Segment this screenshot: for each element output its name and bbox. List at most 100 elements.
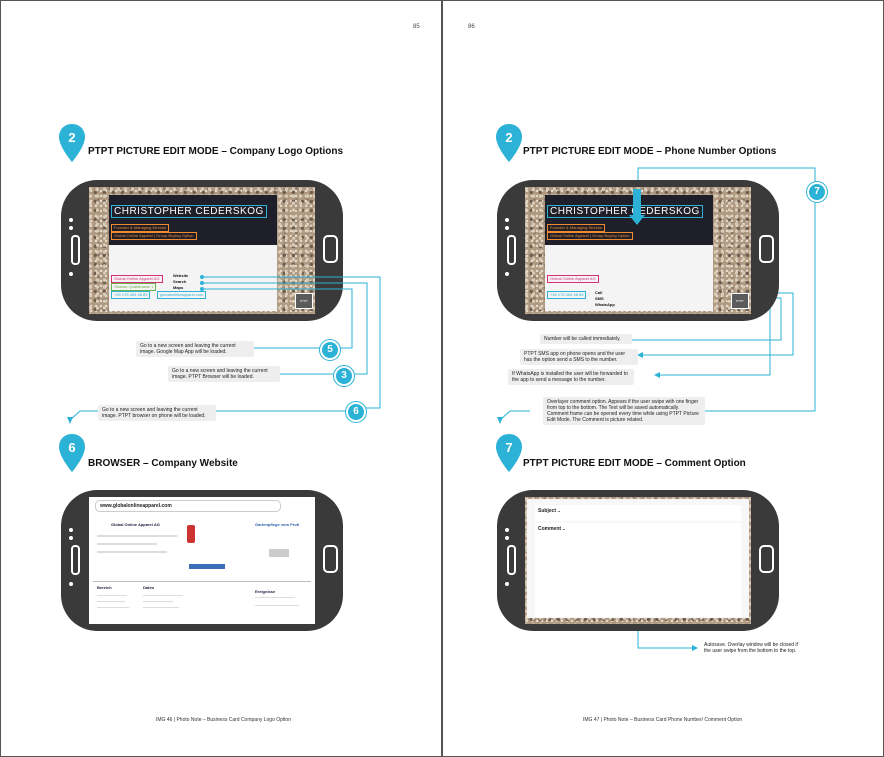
section-heading: PTPT PICTURE EDIT MODE – Comment Option <box>523 458 746 469</box>
text-line <box>97 607 129 608</box>
section-mid: Daten <box>143 585 155 590</box>
phone-screen: CHRISTOPHER CEDERSKOG Founder & Managing… <box>89 187 315 314</box>
section-heading: PTPT PICTURE EDIT MODE – Phone Number Op… <box>523 146 777 157</box>
speaker-icon <box>507 235 516 265</box>
sensor-dot <box>69 582 73 586</box>
badge-7: 7 <box>807 182 827 202</box>
note-autosave: Autosave. Overlay window will be closed … <box>700 640 810 656</box>
text-line <box>255 605 299 606</box>
card-company: Global Online Apparel | Group Buying Opt… <box>111 232 197 240</box>
text-line <box>255 597 295 598</box>
phone-mockup: CHRISTOPHER CEDERSKOG Founder & Managing… <box>497 180 779 321</box>
phone-screen: Subject .. Comment .. <box>525 497 751 624</box>
text-line <box>97 551 167 553</box>
side-title[interactable]: Gartenpflege vom Profi <box>255 522 300 527</box>
pin-marker-icon: 6 <box>58 433 86 473</box>
text-line <box>97 601 125 602</box>
card-name: CHRISTOPHER CEDERSKOG <box>547 205 703 218</box>
note-maps: Go to a new screen and leaving the curre… <box>136 341 254 357</box>
product-image <box>187 525 195 543</box>
phone-mockup: www.globalonlineapparel.com Global Onlin… <box>61 490 343 631</box>
option-sms[interactable]: SMS <box>595 296 604 301</box>
phone-box[interactable]: +49 175 454 46 89 <box>111 291 151 299</box>
note-call: Number will be called immediately. <box>540 334 632 344</box>
sensor-dot <box>69 226 73 230</box>
ptpt-button[interactable]: PTPT <box>295 293 313 309</box>
shop-button[interactable] <box>189 564 225 569</box>
caption-left: IMG 46 | Photo Note – Business Card Comp… <box>156 717 291 723</box>
swipe-down-arrow-shaft <box>633 189 641 215</box>
address-box[interactable]: Strasse Quaistrasse 1 <box>111 283 157 291</box>
sensor-dot <box>505 272 509 276</box>
business-card-top <box>109 195 277 245</box>
web-box[interactable]: globalonlineapparel.com <box>157 291 207 299</box>
phone-box[interactable]: +49 175 454 46 89 <box>547 291 587 299</box>
pin-number: 7 <box>505 440 512 455</box>
card-company: Global Online Apparel | Group Buying Opt… <box>547 232 633 240</box>
browser-view: www.globalonlineapparel.com Global Onlin… <box>89 497 315 624</box>
text-line <box>97 543 157 545</box>
page-number-right: 86 <box>468 24 475 30</box>
badge-3: 3 <box>334 366 354 386</box>
card-title: Founder & Managing Director <box>547 224 606 232</box>
note-website: Go to a new screen and leaving the curre… <box>98 405 216 421</box>
page-divider <box>441 0 443 757</box>
section-left: Bereich <box>97 585 112 590</box>
pin-marker-icon: 2 <box>58 123 86 163</box>
url-bar[interactable]: www.globalonlineapparel.com <box>95 500 281 512</box>
sensor-dot <box>505 226 509 230</box>
card-name: CHRISTOPHER CEDERSKOG <box>111 205 267 218</box>
camera-dot <box>69 218 73 222</box>
pin-number: 6 <box>68 440 75 455</box>
pin-marker-icon: 7 <box>495 433 523 473</box>
note-comment-overlay: Overlayer comment option. Appears if the… <box>543 397 705 425</box>
phone-screen: www.globalonlineapparel.com Global Onlin… <box>89 497 315 624</box>
home-button[interactable] <box>323 545 338 573</box>
text-line <box>143 601 173 602</box>
home-button[interactable] <box>759 545 774 573</box>
text-line <box>143 595 183 596</box>
ptpt-button[interactable]: PTPT <box>731 293 749 309</box>
option-whatsapp[interactable]: WhatsApp <box>595 302 615 307</box>
home-button[interactable] <box>759 235 774 263</box>
ad-image <box>269 549 289 557</box>
swipe-down-arrow-icon <box>629 215 645 225</box>
sensor-dot <box>69 272 73 276</box>
card-title: Founder & Managing Director <box>111 224 170 232</box>
note-whatsapp: If WhatsApp is installed the user will b… <box>508 369 634 385</box>
pin-number: 2 <box>505 130 512 145</box>
badge-5: 5 <box>320 340 340 360</box>
option-call[interactable]: Call <box>595 290 603 295</box>
option-website[interactable]: Website <box>173 273 189 278</box>
text-line <box>97 595 127 596</box>
phone-mockup: CHRISTOPHER CEDERSKOG Founder & Managing… <box>61 180 343 321</box>
speaker-icon <box>507 545 516 575</box>
option-search[interactable]: Search <box>173 279 187 284</box>
option-maps[interactable]: Maps <box>173 285 184 290</box>
sensor-dot <box>505 582 509 586</box>
company-logo-box[interactable]: Global Online Apparel AG <box>111 275 163 283</box>
page-number-left: 85 <box>413 24 420 30</box>
section-divider <box>93 581 311 582</box>
text-line <box>97 535 177 537</box>
section-right: Ereignisse <box>255 589 276 594</box>
camera-dot <box>505 218 509 222</box>
subject-field[interactable]: Subject .. <box>535 505 741 521</box>
sensor-dot <box>69 536 73 540</box>
camera-dot <box>69 528 73 532</box>
speaker-icon <box>71 235 80 265</box>
caption-right: IMG 47 | Photo Note – Business Card Phon… <box>583 717 743 723</box>
text-line <box>143 607 179 608</box>
company-logo-box[interactable]: Global Online Apparel AG <box>547 275 599 283</box>
comment-overlay: Subject .. Comment .. <box>527 499 749 618</box>
business-card-bottom <box>545 245 713 311</box>
phone-screen: CHRISTOPHER CEDERSKOG Founder & Managing… <box>525 187 751 314</box>
section-heading: BROWSER – Company Website <box>88 458 238 469</box>
phone-mockup: Subject .. Comment .. <box>497 490 779 631</box>
home-button[interactable] <box>323 235 338 263</box>
comment-field[interactable]: Comment .. <box>535 523 741 617</box>
pin-marker-icon: 2 <box>495 123 523 163</box>
note-search: Go to a new screen and leaving the curre… <box>168 366 280 382</box>
sensor-dot <box>505 536 509 540</box>
camera-dot <box>505 528 509 532</box>
